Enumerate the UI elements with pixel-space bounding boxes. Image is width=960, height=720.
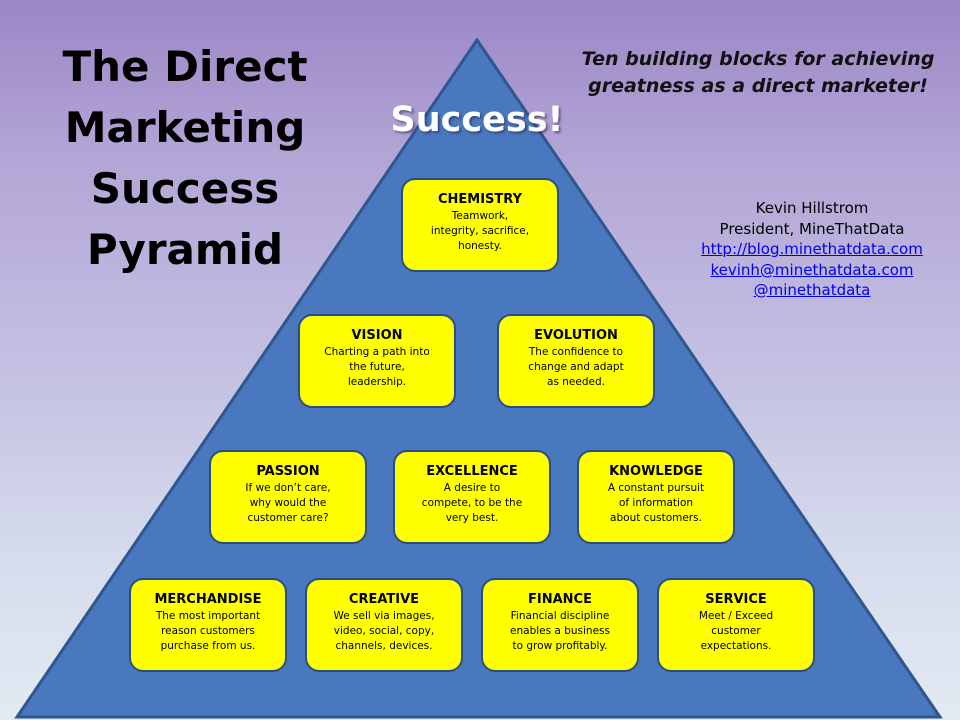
pyramid-triangle <box>14 37 943 719</box>
block-passion: PASSION If we don’t care, why would the … <box>209 450 367 544</box>
block-description: A desire to compete, to be the very best… <box>421 482 523 524</box>
block-title: VISION <box>351 328 403 343</box>
block-title: KNOWLEDGE <box>609 464 703 479</box>
block-title: MERCHANDISE <box>154 592 262 607</box>
block-description: Teamwork, integrity, sacrifice, honesty. <box>430 210 530 252</box>
email-link[interactable]: kevinh@minethatdata.com <box>710 260 914 279</box>
author-info: Kevin Hillstrom President, MineThatData … <box>680 198 944 301</box>
title-line-3: Success <box>90 164 280 213</box>
block-description: A constant pursuit of information about … <box>607 482 705 524</box>
block-evolution: EVOLUTION The confidence to change and a… <box>497 314 655 408</box>
block-title: CREATIVE <box>348 592 420 607</box>
block-title: EXCELLENCE <box>426 464 518 479</box>
block-description: The confidence to change and adapt as ne… <box>528 346 624 388</box>
title-line-1: The Direct <box>62 42 308 91</box>
title-line-4: Pyramid <box>86 225 284 274</box>
block-creative: CREATIVE We sell via images, video, soci… <box>305 578 463 672</box>
title-line-2: Marketing <box>64 103 306 152</box>
block-description: We sell via images, video, social, copy,… <box>333 610 435 652</box>
block-title: CHEMISTRY <box>437 192 523 207</box>
author-role: President, MineThatData <box>719 219 905 238</box>
block-title: PASSION <box>256 464 320 479</box>
author-name: Kevin Hillstrom <box>755 199 869 217</box>
block-description: Financial discipline enables a business … <box>510 610 610 652</box>
block-vision: VISION Charting a path into the future, … <box>298 314 456 408</box>
block-title: EVOLUTION <box>534 328 618 343</box>
blog-link[interactable]: http://blog.minethatdata.com <box>701 240 923 258</box>
page-title: The Direct Marketing Success Pyramid <box>40 36 330 280</box>
apex-label: Success! <box>390 100 564 140</box>
block-description: The most important reason customers purc… <box>155 610 261 652</box>
twitter-link[interactable]: @minethatdata <box>753 281 871 299</box>
block-title: FINANCE <box>528 592 592 607</box>
block-description: Meet / Exceed customer expectations. <box>698 610 774 652</box>
subtitle-line-2: greatness as a direct marketer! <box>588 75 928 97</box>
block-merchandise: MERCHANDISE The most important reason cu… <box>129 578 287 672</box>
block-title: SERVICE <box>705 592 767 607</box>
block-chemistry: CHEMISTRY Teamwork, integrity, sacrifice… <box>401 178 559 272</box>
block-description: If we don’t care, why would the customer… <box>245 482 331 524</box>
block-service: SERVICE Meet / Exceed customer expectati… <box>657 578 815 672</box>
subtitle-line-1: Ten building blocks for achieving <box>581 48 935 70</box>
block-description: Charting a path into the future, leaders… <box>324 346 430 388</box>
block-excellence: EXCELLENCE A desire to compete, to be th… <box>393 450 551 544</box>
block-finance: FINANCE Financial discipline enables a b… <box>481 578 639 672</box>
subtitle: Ten building blocks for achieving greatn… <box>568 46 948 100</box>
block-knowledge: KNOWLEDGE A constant pursuit of informat… <box>577 450 735 544</box>
